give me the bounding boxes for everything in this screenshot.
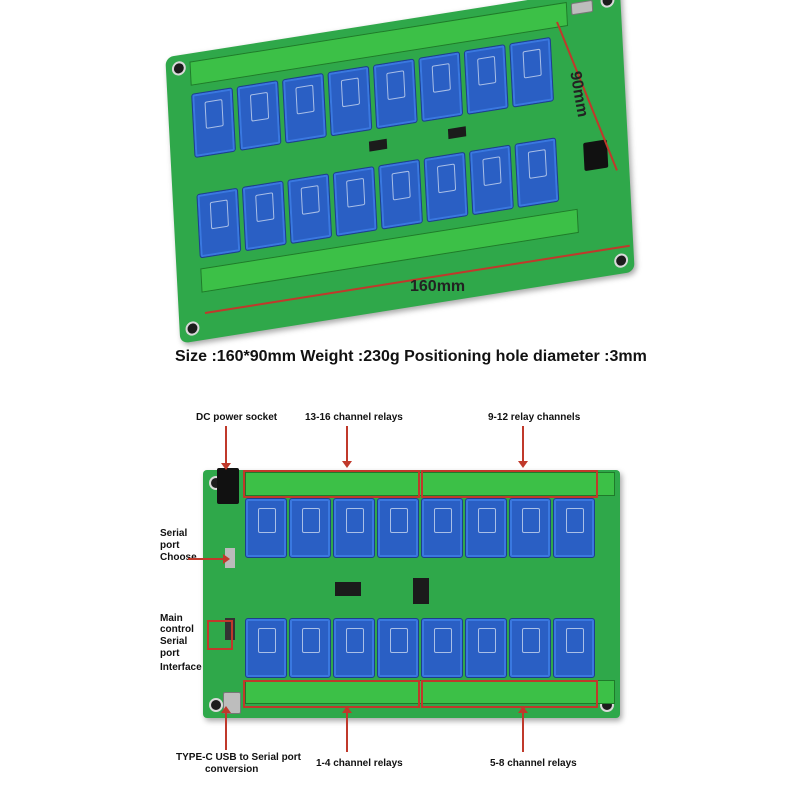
bracket-main-serial bbox=[207, 620, 233, 650]
chip bbox=[413, 578, 429, 604]
callout-relays-13-16: 13-16 channel relays bbox=[305, 412, 403, 423]
mounting-hole bbox=[209, 698, 223, 712]
relay bbox=[553, 618, 595, 678]
callout-type-c-2: conversion bbox=[205, 764, 259, 775]
usb-c-port bbox=[570, 0, 594, 16]
chip bbox=[368, 138, 388, 152]
callout-main-control-4: port bbox=[160, 648, 180, 659]
relay bbox=[421, 498, 463, 558]
spec-caption: Size :160*90mm Weight :230g Positioning … bbox=[175, 348, 647, 365]
relay bbox=[289, 498, 331, 558]
relay bbox=[245, 618, 287, 678]
callout-relays-9-12: 9-12 relay channels bbox=[488, 412, 581, 423]
callout-serial-port-choose-3: Choose bbox=[160, 552, 197, 563]
bracket-13-16 bbox=[243, 470, 420, 498]
callout-serial-port-choose-1: Serial bbox=[160, 528, 188, 539]
width-dimension-label: 160mm bbox=[410, 278, 466, 295]
relay bbox=[333, 498, 375, 558]
relay bbox=[514, 137, 560, 209]
relay bbox=[465, 618, 507, 678]
arrow-13-16 bbox=[342, 426, 352, 468]
relay bbox=[333, 618, 375, 678]
relay bbox=[509, 618, 551, 678]
relay bbox=[509, 498, 551, 558]
callout-main-control-2: control bbox=[160, 624, 194, 635]
relay bbox=[463, 44, 509, 115]
relay bbox=[377, 498, 419, 558]
bracket-5-8 bbox=[421, 680, 598, 708]
relay-board-topview bbox=[203, 468, 620, 718]
mounting-hole bbox=[185, 320, 200, 337]
relay bbox=[191, 87, 236, 159]
relay bbox=[377, 618, 419, 678]
callout-serial-port-choose-2: port bbox=[160, 540, 180, 551]
relay bbox=[236, 80, 282, 151]
relay bbox=[465, 498, 507, 558]
relay bbox=[196, 187, 242, 259]
arrow-serial-choose bbox=[188, 554, 230, 564]
callout-type-c-1: TYPE-C USB to Serial port bbox=[176, 752, 302, 763]
callout-relays-1-4: 1-4 channel relays bbox=[316, 758, 403, 769]
callout-main-control-5: Interface bbox=[160, 662, 202, 673]
terminal-block-bottom bbox=[245, 680, 615, 704]
callout-main-control-3: Serial bbox=[160, 636, 188, 647]
relay bbox=[327, 65, 373, 137]
serial-header bbox=[225, 618, 235, 640]
relay bbox=[509, 36, 555, 108]
chip bbox=[335, 582, 361, 596]
bracket-1-4 bbox=[243, 680, 420, 708]
callout-relays-5-8: 5-8 channel relays bbox=[490, 758, 577, 769]
relay bbox=[241, 180, 287, 252]
chip bbox=[447, 126, 467, 140]
arrow-5-8 bbox=[518, 706, 528, 752]
relay bbox=[418, 51, 464, 123]
relay bbox=[282, 72, 327, 144]
serial-jumper bbox=[225, 548, 235, 568]
relay-board-photo bbox=[165, 0, 635, 344]
relay bbox=[372, 58, 418, 130]
bracket-9-12 bbox=[421, 470, 598, 498]
arrow-9-12 bbox=[518, 426, 528, 468]
relay bbox=[289, 618, 331, 678]
mounting-hole bbox=[600, 0, 615, 9]
mounting-hole bbox=[171, 60, 187, 77]
arrow-type-c bbox=[221, 706, 231, 750]
dc-power-socket bbox=[217, 468, 239, 504]
callout-dc-power-socket: DC power socket bbox=[196, 412, 278, 423]
relay bbox=[553, 498, 595, 558]
terminal-block-top bbox=[245, 472, 615, 496]
relay bbox=[332, 166, 378, 237]
relay bbox=[378, 158, 423, 230]
relay bbox=[423, 151, 469, 223]
callout-main-control-1: Main bbox=[160, 613, 183, 624]
arrow-1-4 bbox=[342, 706, 352, 752]
relay bbox=[245, 498, 287, 558]
arrow-dc bbox=[221, 426, 231, 470]
relay bbox=[287, 173, 333, 245]
relay bbox=[469, 144, 514, 216]
relay bbox=[421, 618, 463, 678]
mounting-hole bbox=[613, 252, 629, 269]
